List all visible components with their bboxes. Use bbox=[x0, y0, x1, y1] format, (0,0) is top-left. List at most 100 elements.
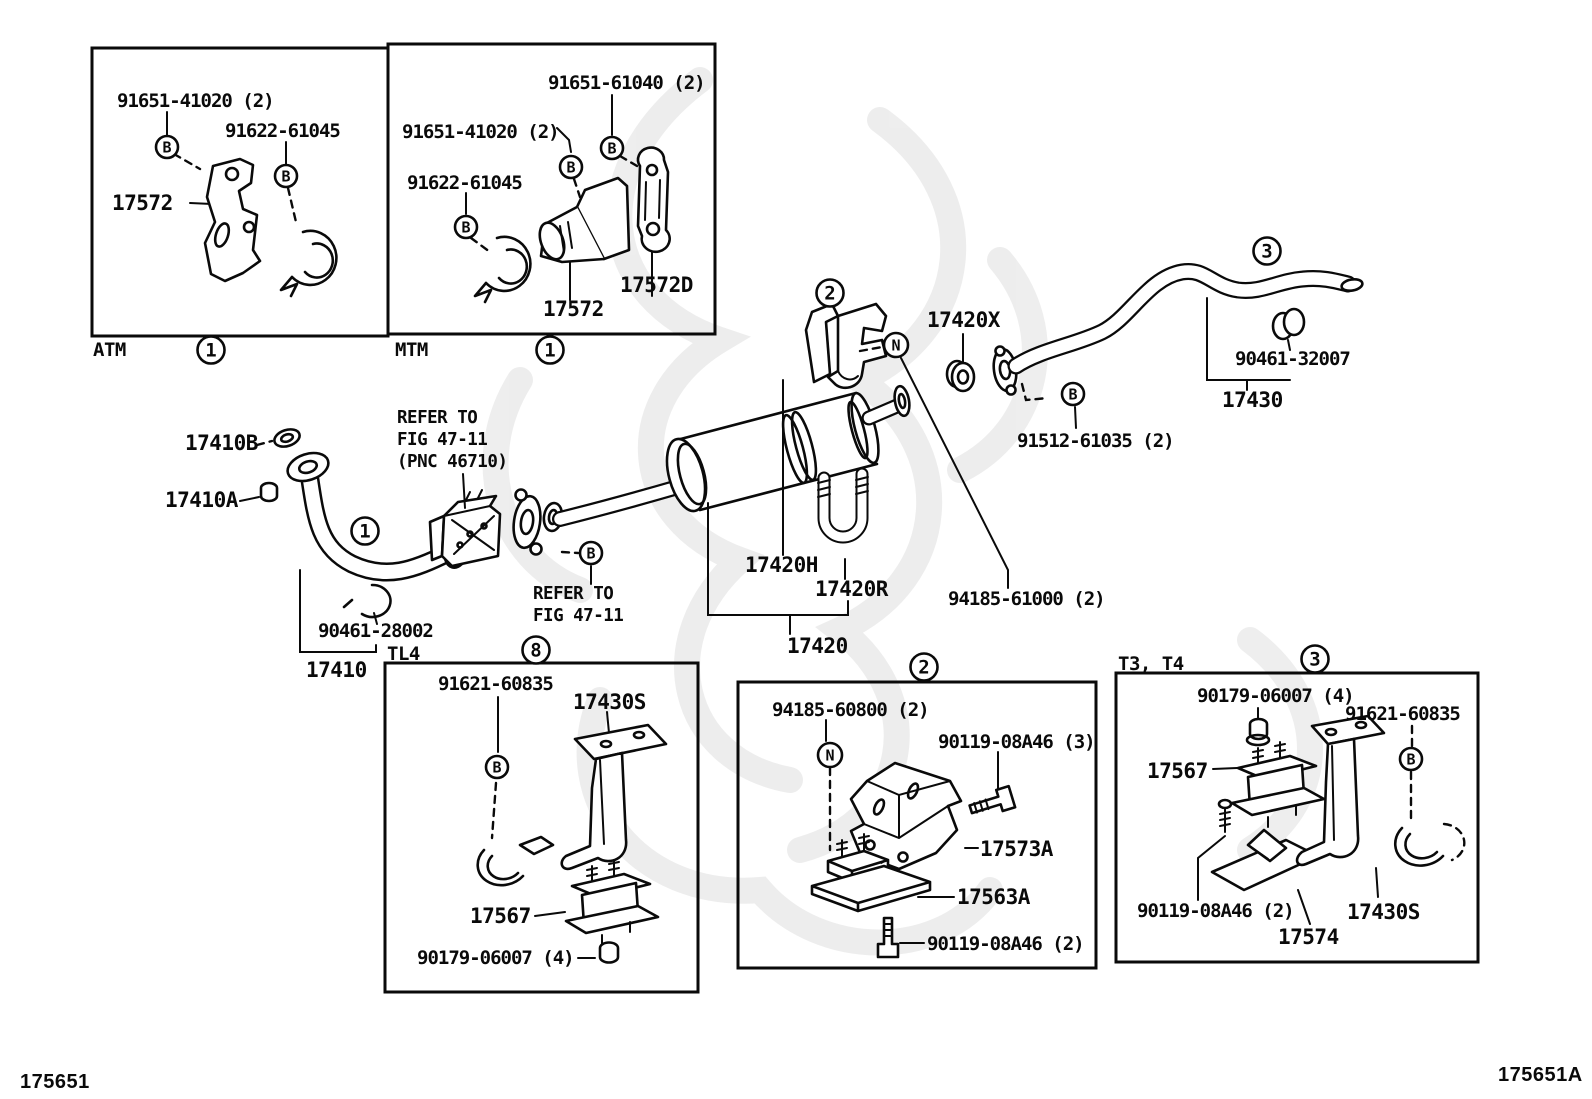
t3t4-bracket-label: 17430S bbox=[1347, 900, 1420, 924]
front-pipe-badge: 1 bbox=[350, 516, 380, 546]
tl4-clamp-drawing bbox=[476, 835, 555, 887]
atm-bracket-label: 17572 bbox=[112, 191, 173, 215]
inlet-flange-ear-top bbox=[514, 488, 528, 502]
front-flange bbox=[286, 451, 330, 483]
tl4-cushion-17567-drawing bbox=[564, 859, 660, 946]
svg-text:B: B bbox=[607, 140, 616, 158]
support-note-line1: REFER TO bbox=[397, 408, 477, 428]
svg-text:2: 2 bbox=[824, 283, 835, 305]
atm-caption: ATM bbox=[93, 339, 126, 361]
tail-pipe-badge: 3 bbox=[1252, 236, 1282, 266]
inset-center-mount: 94185-60800 (2) 90119-08A46 (3) 17573A 1… bbox=[736, 652, 1098, 970]
tl4-box-frame bbox=[383, 661, 700, 994]
muffler-body-lines bbox=[671, 391, 879, 512]
center-cushion-label: 17563A bbox=[957, 885, 1031, 909]
atm-bracket-17572-drawing bbox=[203, 157, 262, 283]
figure-number-left: 175651 bbox=[20, 1071, 90, 1093]
svg-text:3: 3 bbox=[1309, 649, 1320, 671]
mtm-insulator-outer bbox=[484, 235, 532, 293]
center-nut-symbol: N bbox=[816, 741, 844, 769]
center-leader-lines bbox=[825, 719, 999, 944]
clamp-label: 90461-28002 bbox=[318, 620, 433, 642]
mtm-bracket-shading bbox=[559, 221, 573, 253]
front-pipe-tube bbox=[303, 473, 455, 580]
atm-bolt-symbol-2: B bbox=[273, 163, 299, 189]
muffler-band-1 bbox=[781, 413, 809, 485]
mtm-bolt-lower-label: 91651-41020 (2) bbox=[402, 121, 559, 143]
t3t4-nut-flange bbox=[1245, 733, 1271, 747]
tl4-bracket-label: 17430S bbox=[573, 690, 646, 714]
svg-text:N: N bbox=[891, 337, 900, 355]
center-nut-label: 94185-60800 (2) bbox=[772, 699, 929, 721]
svg-text:N: N bbox=[825, 747, 834, 765]
mtm-leader-lines bbox=[465, 94, 653, 301]
mtm-badge-1: 1 bbox=[535, 335, 565, 365]
tl4-badge-8: 8 bbox=[521, 635, 551, 665]
inlet-flange-ear-bottom bbox=[529, 542, 543, 556]
muffler-label: 17420 bbox=[787, 634, 848, 658]
mtm-insulator-hook bbox=[473, 281, 493, 304]
tl4-nut-drawing bbox=[598, 941, 620, 964]
svg-text:B: B bbox=[461, 219, 470, 237]
joint-note-line2: FIG 47-11 bbox=[533, 606, 623, 626]
atm-insulator-inner bbox=[303, 242, 335, 279]
gasket-17410b-hole bbox=[279, 432, 295, 444]
inset-atm: 91651-41020 (2) 91622-61045 17572 ATM B … bbox=[90, 46, 390, 365]
tl4-caption: TL4 bbox=[387, 643, 420, 665]
flange-bolt-symbol: B bbox=[1060, 381, 1086, 407]
center-cushion-17563a-drawing bbox=[810, 833, 932, 913]
u-bolt bbox=[819, 469, 867, 542]
muffler-badge: 2 bbox=[815, 278, 845, 308]
t3t4-stay-17574-drawing bbox=[1210, 828, 1320, 892]
muffler-hanger-bracket-drawing bbox=[804, 302, 888, 390]
t3t4-bolt-symbol: B bbox=[1398, 746, 1424, 772]
tail-pipe-label: 17430 bbox=[1222, 388, 1283, 412]
t3t4-cushion-label: 17567 bbox=[1147, 759, 1208, 783]
support-note-line2: FIG 47-11 bbox=[397, 430, 487, 450]
t3t4-badge-3: 3 bbox=[1300, 644, 1330, 674]
atm-bracket-slot bbox=[213, 222, 231, 248]
muffler-outlet-flange bbox=[893, 384, 911, 418]
mtm-stay-hole-top bbox=[645, 163, 659, 177]
support-note-line3: (PNC 46710) bbox=[397, 452, 507, 472]
mtm-stay-label: 17572D bbox=[620, 273, 693, 297]
svg-text:2: 2 bbox=[918, 657, 929, 679]
atm-bracket-hole bbox=[224, 166, 240, 182]
muffler-drawing bbox=[552, 384, 911, 527]
svg-text:B: B bbox=[566, 159, 575, 177]
svg-text:B: B bbox=[492, 759, 501, 777]
tail-pipe-drawing bbox=[1007, 262, 1364, 375]
hanger-label: 17420H bbox=[745, 553, 818, 577]
center-bolt-a-drawing bbox=[968, 784, 1017, 815]
t3t4-nut-label: 90179-06007 (4) bbox=[1197, 685, 1354, 707]
center-bracket-label: 17573A bbox=[980, 837, 1054, 861]
mtm-caption: MTM bbox=[395, 339, 428, 361]
tl4-bolt-symbol: B bbox=[484, 754, 510, 780]
inlet-flange bbox=[512, 494, 542, 550]
u-bolt-drawing bbox=[817, 467, 869, 544]
gasket-17410b-drawing bbox=[273, 428, 301, 448]
t3t4-clamp-drawing bbox=[1394, 826, 1445, 867]
support-46710-drawing bbox=[428, 489, 502, 568]
mtm-insulator-label: 91622-61045 bbox=[407, 172, 522, 194]
tail-pipe bbox=[1009, 265, 1355, 373]
mtm-insulator-inner bbox=[497, 248, 529, 285]
muffler-right-cap-seam bbox=[847, 400, 869, 460]
joint-bolt-symbol: B bbox=[578, 540, 604, 566]
nut-17410a-drawing bbox=[259, 481, 279, 503]
mtm-bolt-symbol: B bbox=[558, 154, 584, 180]
flange-nut-label: 17410A bbox=[165, 488, 239, 512]
joint-note-line1: REFER TO bbox=[533, 584, 613, 604]
t3t4-box-frame bbox=[1114, 671, 1480, 964]
center-badge-2: 2 bbox=[909, 652, 939, 682]
muffler-outlet-stub bbox=[863, 400, 903, 424]
t3t4-dashed-leaders bbox=[1409, 724, 1466, 862]
figure-number-right: 175651A bbox=[1498, 1064, 1583, 1086]
muffler-inlet-tube bbox=[554, 481, 684, 525]
t3t4-bracket-17430s-drawing bbox=[1295, 714, 1386, 867]
center-bracket-17573a-drawing bbox=[849, 761, 963, 871]
gasket-label: 17410B bbox=[185, 431, 258, 455]
atm-bolt-symbol: B bbox=[154, 134, 180, 160]
inlet-flange-bore bbox=[519, 508, 535, 536]
